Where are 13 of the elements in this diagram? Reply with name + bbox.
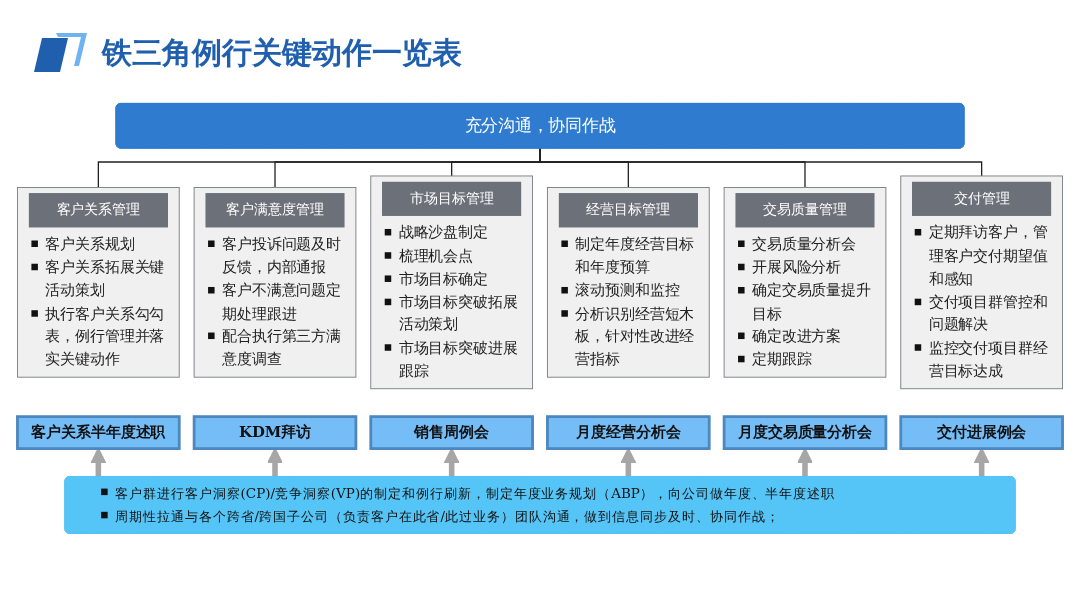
- node-box: 月度经营分析会: [546, 415, 711, 450]
- node-box: 客户关系半年度述职: [16, 415, 181, 450]
- node-box: 交易质量管理 交易质量分析会 开展风险分析 确定交易质量提升目标 确定改进方案 定期跟踪: [723, 187, 887, 378]
- title: 铁三角例行关键动作一览表: [102, 33, 462, 72]
- node-box: 交付进展例会: [899, 415, 1064, 450]
- node-box: 月度交易质量分析会: [722, 415, 888, 450]
- node-box: KDM拜访: [192, 415, 358, 450]
- node-box: 经营目标管理 制定年度经营目标和年度预算 滚动预测和监控 分析识别经营短木板，针对性改进经营指标: [546, 187, 710, 378]
- node-box: 销售周例会: [369, 415, 534, 450]
- node-box: 客户满意度管理 客户投诉问题及时反馈，内部通报 客户不满意问题定期处理跟进 配合执行第三方满意度调查: [193, 187, 357, 378]
- node-box: 交付管理 定期拜访客户，管理客户交付期望值和感知 交付项目群管控和问题解决 监控交付项目群经营目标达成: [900, 175, 1063, 390]
- node-box: 客户关系管理 客户关系规划 客户关系拓展关键活动策划 执行客户关系勾勾表，例行管理并落实关键动作: [17, 187, 180, 378]
- node-box: 市场目标管理 战略沙盘制定 梳理机会点 市场目标确定 市场目标突破拓展活动策划 市场目标突破进展跟踪: [370, 175, 534, 390]
